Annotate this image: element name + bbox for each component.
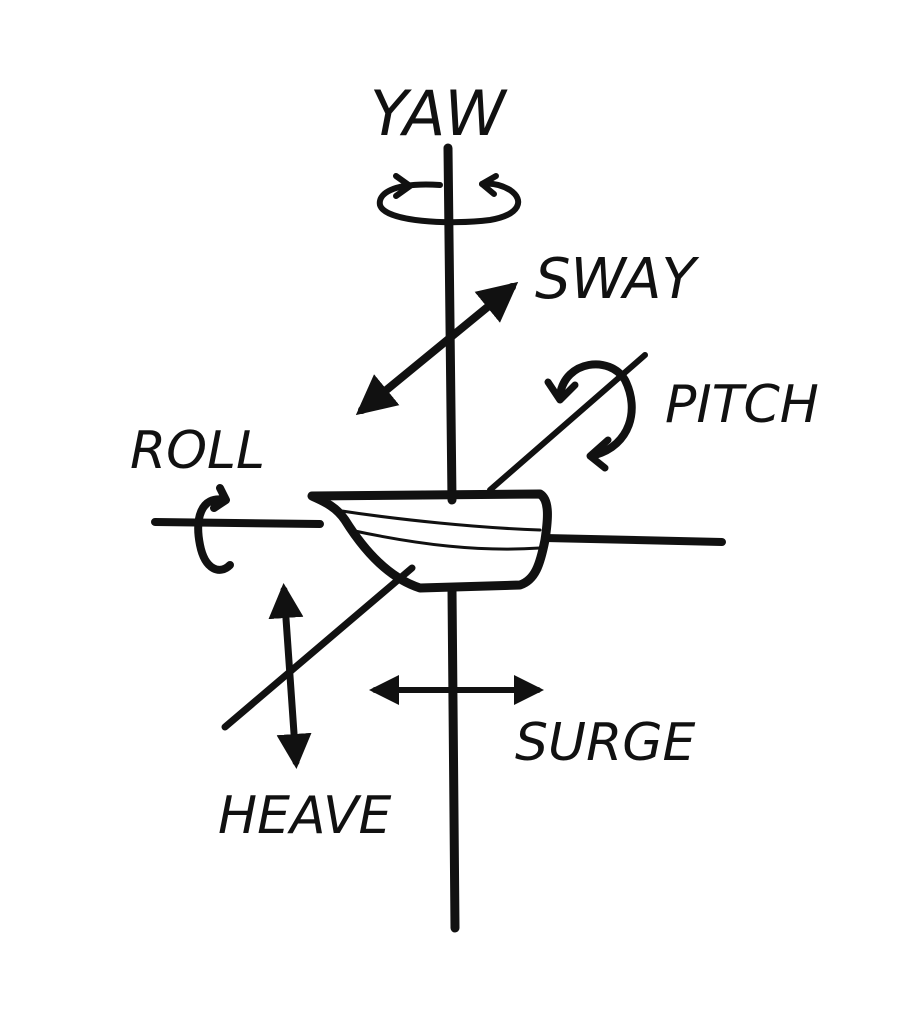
pitch-rotation-arrow xyxy=(544,360,636,472)
yaw-label: YAW xyxy=(370,77,508,150)
surge-label: SURGE xyxy=(515,713,695,773)
sway-arrow xyxy=(355,281,519,416)
pitch-label: PITCH xyxy=(665,375,819,435)
heave-label: HEAVE xyxy=(218,786,392,846)
yaw-rotation-arrow xyxy=(376,173,522,226)
roll-label: ROLL xyxy=(130,421,265,481)
roll-axis xyxy=(151,518,726,546)
roll-rotation-arrow xyxy=(194,484,234,574)
yaw-axis xyxy=(443,143,460,933)
heave-arrow xyxy=(268,583,312,769)
heave-axis xyxy=(221,564,416,731)
boat-hull xyxy=(307,489,552,593)
sway-label: SWAY xyxy=(535,247,699,312)
